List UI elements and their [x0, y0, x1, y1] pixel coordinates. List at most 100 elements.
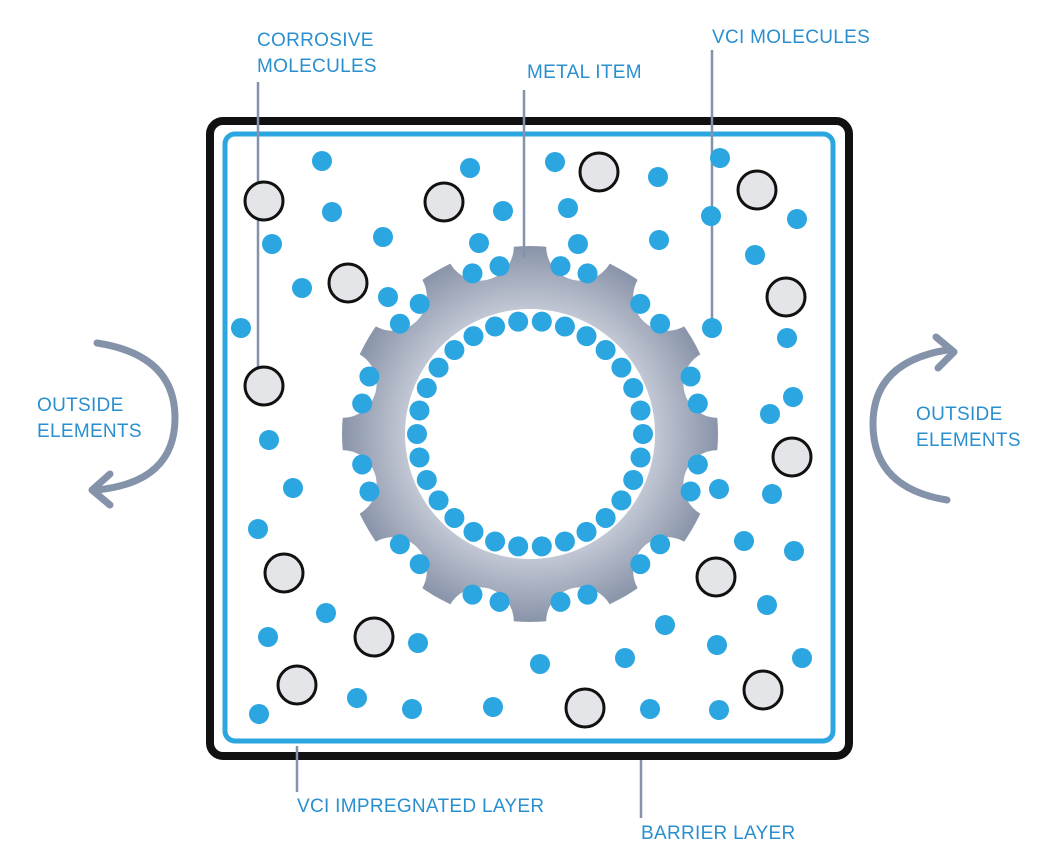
- vci-molecule-dot: [623, 378, 644, 399]
- vci-molecule-dot: [545, 152, 565, 172]
- vci-molecule-dot: [483, 697, 503, 717]
- vci-molecule-dot: [444, 507, 465, 528]
- vci-molecule-dot: [554, 316, 575, 337]
- vci-molecule-dot: [784, 541, 804, 561]
- outside-left-line1: OUTSIDE: [37, 395, 124, 416]
- outside-right-line2: ELEMENTS: [916, 430, 1021, 451]
- corrosive-molecules-group: [243, 151, 813, 729]
- vci-molecule-dot: [709, 479, 729, 499]
- vci-molecule-dot: [707, 635, 727, 655]
- vci-molecule-dot: [347, 688, 367, 708]
- vci-molecule-dot: [650, 534, 671, 555]
- outside-right-arrowhead: [932, 333, 958, 372]
- vci-molecule-dot: [231, 318, 251, 338]
- metal-item-gear: [342, 246, 718, 622]
- corrosive-molecule: [695, 556, 737, 598]
- vci-molecule-dot: [640, 699, 660, 719]
- outside-left-arrowhead: [88, 470, 114, 509]
- vci-molecule-dot: [595, 340, 616, 361]
- vci-molecule-dot: [292, 278, 312, 298]
- vci-molecule-dot: [783, 387, 803, 407]
- corrosive-molecules-label: CORROSIVE MOLECULES: [257, 28, 377, 80]
- vci-molecule-dot: [359, 481, 380, 502]
- vci-impregnated-layer-text: VCI IMPREGNATED LAYER: [297, 796, 545, 817]
- vci-molecule-dot: [493, 201, 513, 221]
- vci-molecule-dot: [508, 311, 529, 332]
- vci-molecule-dot: [463, 521, 484, 542]
- corrosive-label-line2: MOLECULES: [257, 56, 377, 77]
- vci-molecule-dot: [460, 158, 480, 178]
- corrosive-molecule: [243, 180, 285, 222]
- vci-molecule-dot: [576, 326, 597, 347]
- vci-molecule-dot: [649, 230, 669, 250]
- vci-molecule-dot: [595, 507, 616, 528]
- corrosive-molecule: [742, 669, 784, 711]
- vci-molecule-dot: [777, 328, 797, 348]
- vci-molecule-dot: [630, 447, 651, 468]
- vci-molecule-dot: [630, 554, 651, 575]
- vci-molecule-dot: [611, 357, 632, 378]
- vci-molecule-dot: [623, 469, 644, 490]
- vci-molecule-dot: [262, 234, 282, 254]
- vci-molecule-dot: [373, 227, 393, 247]
- vci-molecule-dot: [322, 202, 342, 222]
- vci-molecule-dot: [416, 378, 437, 399]
- vci-molecule-dot: [428, 357, 449, 378]
- vci-molecule-dot: [630, 400, 651, 421]
- vci-molecule-dot: [687, 393, 708, 414]
- outside-left-arrow: [93, 339, 179, 494]
- vci-molecule-dot: [389, 313, 410, 334]
- vci-molecule-dot: [630, 293, 651, 314]
- vci-molecule-dot: [792, 648, 812, 668]
- vci-molecule-dot: [508, 536, 529, 557]
- corrosive-molecule: [243, 365, 285, 407]
- vci-molecule-dot: [787, 209, 807, 229]
- vci-molecule-dot: [558, 198, 578, 218]
- vci-molecule-dot: [469, 233, 489, 253]
- vci-molecule-dot: [352, 454, 373, 475]
- vci-molecule-dot: [757, 595, 777, 615]
- vci-molecule-dot: [648, 167, 668, 187]
- corrosive-label-line1: CORROSIVE: [257, 30, 374, 51]
- vci-molecule-dot: [462, 263, 483, 284]
- vci-molecule-dot: [550, 591, 571, 612]
- vci-molecule-dot: [312, 151, 332, 171]
- vci-molecule-dot: [248, 519, 268, 539]
- vci-molecule-dot: [701, 206, 721, 226]
- vci-impregnated-layer-label: VCI IMPREGNATED LAYER: [297, 794, 544, 820]
- vci-molecule-dot: [762, 484, 782, 504]
- corrosive-molecule: [276, 664, 318, 706]
- vci-molecule-dot: [409, 554, 430, 575]
- vci-molecule-dot: [633, 424, 653, 444]
- outside-elements-right-label: OUTSIDE ELEMENTS: [916, 402, 1021, 454]
- vci-molecule-dot: [702, 318, 722, 338]
- metal-item-label: METAL ITEM: [527, 60, 642, 86]
- corrosive-molecule: [765, 276, 807, 318]
- vci-molecule-dot: [709, 700, 729, 720]
- vci-molecule-dot: [485, 316, 506, 337]
- vci-molecule-dot: [409, 400, 430, 421]
- vci-molecule-dot: [550, 256, 571, 277]
- vci-molecules-group: [231, 148, 812, 724]
- corrosive-molecule: [423, 181, 465, 223]
- vci-molecule-dot: [710, 148, 730, 168]
- vci-molecule-dot: [611, 490, 632, 511]
- vci-molecules-label-text: VCI MOLECULES: [712, 27, 871, 48]
- vci-impregnated-layer: [222, 131, 836, 744]
- vci-molecule-dot: [577, 263, 598, 284]
- vci-molecule-dot: [745, 245, 765, 265]
- corrosive-molecule: [578, 151, 620, 193]
- corrosive-molecule: [327, 262, 369, 304]
- vci-molecule-dot: [316, 603, 336, 623]
- corrosive-molecule: [353, 616, 395, 658]
- vci-molecule-dot: [462, 584, 483, 605]
- vci-molecule-dot: [416, 469, 437, 490]
- vci-molecule-dot: [615, 648, 635, 668]
- barrier-layer-text: BARRIER LAYER: [641, 823, 796, 844]
- vci-molecule-dot: [485, 531, 506, 552]
- outside-right-line1: OUTSIDE: [916, 404, 1003, 425]
- barrier-layer-label: BARRIER LAYER: [641, 821, 796, 847]
- vci-molecule-dot: [687, 454, 708, 475]
- vci-molecule-dot: [259, 430, 279, 450]
